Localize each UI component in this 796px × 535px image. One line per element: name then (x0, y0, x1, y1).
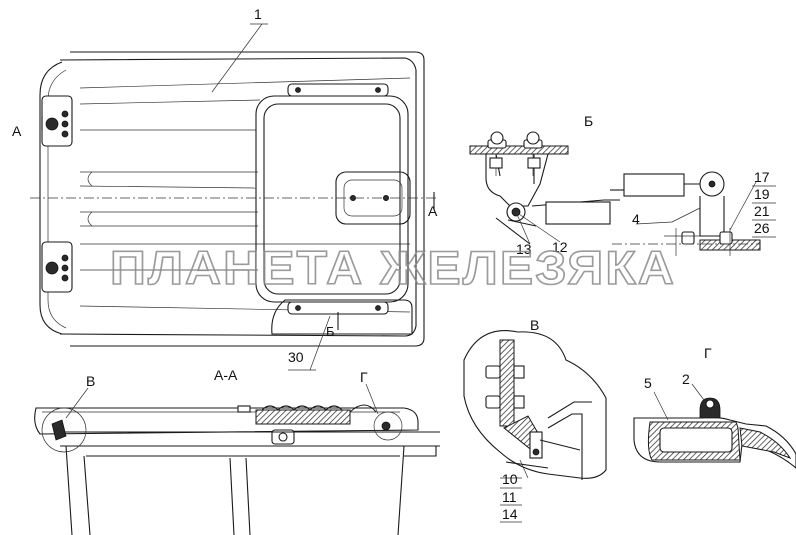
part-number-21: 21 (754, 203, 770, 219)
section-mark-a-left: А (12, 123, 22, 139)
part-number-10: 10 (502, 471, 518, 487)
part-number-17: 17 (754, 169, 770, 185)
part-number-26: 26 (754, 220, 770, 236)
part-number-2: 2 (682, 371, 690, 387)
part-number-4: 4 (632, 211, 640, 227)
part-number-5: 5 (644, 375, 652, 391)
section-mark-a-right: А (428, 203, 438, 219)
section-aa-title: А-А (214, 367, 238, 383)
view-g-title: Г (704, 345, 712, 361)
part-number-12: 12 (552, 239, 568, 255)
labels: 1 30 А А Б А-А В Г Б 13 12 4 17 19 21 26… (12, 6, 776, 523)
part-number-30: 30 (288, 349, 304, 365)
view-v (463, 330, 607, 480)
view-v-title: В (530, 317, 539, 333)
watermark: ПЛАНЕТА ЖЕЛЕЗЯКА (110, 241, 676, 294)
part-number-19: 19 (754, 186, 770, 202)
view-b (469, 131, 761, 256)
part-number-13: 13 (516, 241, 532, 257)
part-number-14: 14 (502, 506, 518, 522)
part-number-1: 1 (254, 6, 262, 22)
top-view (30, 23, 438, 371)
section-mark-v: В (86, 373, 95, 389)
part-number-11: 11 (502, 489, 517, 505)
section-mark-b: Б (326, 324, 335, 339)
section-aa-view (34, 383, 440, 535)
view-g (633, 383, 796, 469)
view-b-title: Б (584, 113, 593, 129)
section-mark-g: Г (360, 369, 368, 385)
